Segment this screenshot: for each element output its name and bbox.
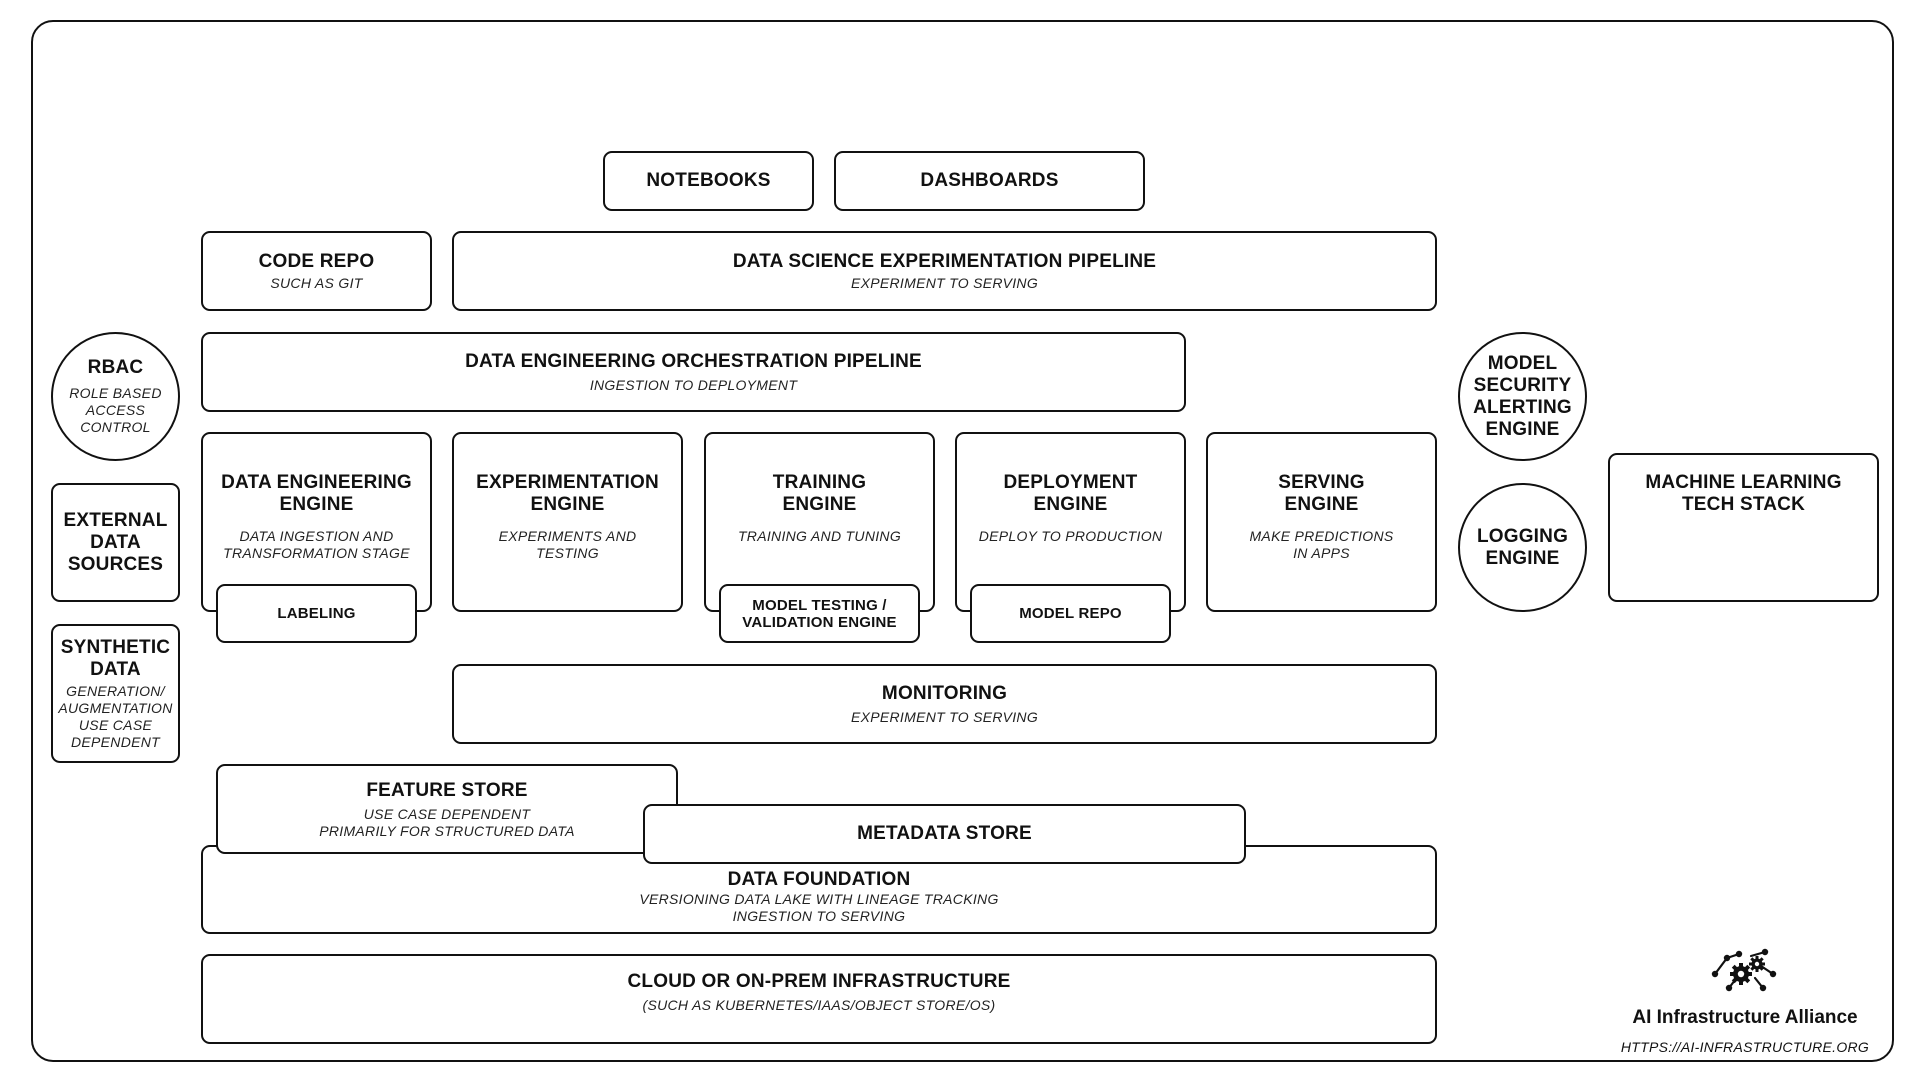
logging-engine-title: LOGGING ENGINE: [1476, 525, 1569, 569]
serving-engine-title: SERVING ENGINE: [1278, 472, 1365, 515]
exp-engine-title: EXPERIMENTATION ENGINE: [476, 472, 659, 515]
de-engine-subtitle: DATA INGESTION AND TRANSFORMATION STAGE: [223, 528, 410, 561]
serving-engine-subtitle: MAKE PREDICTIONS IN APPS: [1249, 528, 1394, 561]
training-engine-subtitle: TRAINING AND TUNING: [737, 528, 902, 544]
model-repo-title: MODEL REPO: [1019, 605, 1122, 622]
rbac-subtitle: ROLE BASED ACCESS CONTROL: [69, 385, 162, 435]
de-pipeline-box: DATA ENGINEERING ORCHESTRATION PIPELINE …: [201, 332, 1186, 412]
model-security-title: MODEL SECURITY ALERTING ENGINE: [1473, 352, 1572, 440]
code-repo-title: CODE REPO: [258, 250, 375, 272]
labeling-title: LABELING: [277, 605, 356, 622]
dashboards-title: DASHBOARDS: [920, 170, 1059, 191]
de-pipeline-subtitle: INGESTION TO DEPLOYMENT: [589, 376, 798, 393]
model-testing-box: MODEL TESTING / VALIDATION ENGINE: [719, 584, 920, 643]
synthetic-data-title: SYNTHETIC DATA: [60, 636, 171, 680]
infrastructure-title: CLOUD OR ON-PREM INFRASTRUCTURE: [627, 971, 1011, 992]
de-pipeline-title: DATA ENGINEERING ORCHESTRATION PIPELINE: [465, 350, 922, 372]
external-data-title: EXTERNAL DATA SOURCES: [63, 509, 168, 575]
model-security-circle: MODEL SECURITY ALERTING ENGINE: [1458, 332, 1587, 461]
data-foundation-title: DATA FOUNDATION: [727, 869, 911, 890]
exp-engine-box: EXPERIMENTATION ENGINE EXPERIMENTS AND T…: [452, 432, 683, 612]
deployment-engine-title: DEPLOYMENT ENGINE: [1003, 472, 1138, 515]
metadata-store-box: METADATA STORE: [643, 804, 1246, 864]
infrastructure-box: CLOUD OR ON-PREM INFRASTRUCTURE (SUCH AS…: [201, 954, 1437, 1044]
alliance-logo: AI Infrastructure Alliance HTTPS://AI-IN…: [1610, 944, 1880, 1055]
monitoring-box: MONITORING EXPERIMENT TO SERVING: [452, 664, 1437, 744]
notebooks-title: NOTEBOOKS: [646, 170, 771, 191]
feature-store-box: FEATURE STORE USE CASE DEPENDENT PRIMARI…: [216, 764, 678, 854]
logging-engine-circle: LOGGING ENGINE: [1458, 483, 1587, 612]
infrastructure-subtitle: (SUCH AS KUBERNETES/IAAS/OBJECT STORE/OS…: [642, 997, 996, 1013]
ds-pipeline-box: DATA SCIENCE EXPERIMENTATION PIPELINE EX…: [452, 231, 1437, 311]
external-data-box: EXTERNAL DATA SOURCES: [51, 483, 180, 602]
data-foundation-subtitle: VERSIONING DATA LAKE WITH LINEAGE TRACKI…: [639, 891, 999, 924]
labeling-box: LABELING: [216, 584, 417, 643]
exp-engine-subtitle: EXPERIMENTS AND TESTING: [498, 528, 637, 561]
code-repo-subtitle: SUCH AS GIT: [270, 274, 363, 291]
monitoring-title: MONITORING: [881, 682, 1008, 704]
feature-store-subtitle: USE CASE DEPENDENT PRIMARILY FOR STRUCTU…: [319, 806, 575, 839]
code-repo-box: CODE REPO SUCH AS GIT: [201, 231, 432, 311]
ds-pipeline-subtitle: EXPERIMENT TO SERVING: [850, 274, 1039, 291]
model-repo-box: MODEL REPO: [970, 584, 1171, 643]
de-engine-title: DATA ENGINEERING ENGINE: [221, 472, 412, 515]
ds-pipeline-title: DATA SCIENCE EXPERIMENTATION PIPELINE: [732, 250, 1157, 272]
metadata-store-title: METADATA STORE: [857, 823, 1032, 844]
ml-stack-title: MACHINE LEARNING TECH STACK: [1645, 472, 1842, 515]
synthetic-data-box: SYNTHETIC DATA GENERATION/ AUGMENTATION …: [51, 624, 180, 763]
feature-store-title: FEATURE STORE: [366, 780, 528, 801]
rbac-title: RBAC: [87, 357, 144, 378]
training-engine-title: TRAINING ENGINE: [772, 472, 867, 515]
model-testing-title: MODEL TESTING / VALIDATION ENGINE: [742, 596, 897, 631]
alliance-url[interactable]: HTTPS://AI-INFRASTRUCTURE.ORG: [1620, 1039, 1870, 1055]
dashboards-box: DASHBOARDS: [834, 151, 1145, 211]
gears-network-icon: [1711, 948, 1777, 992]
synthetic-data-subtitle: GENERATION/ AUGMENTATION USE CASE DEPEND…: [58, 682, 173, 750]
deployment-engine-box: DEPLOYMENT ENGINE DEPLOY TO PRODUCTION: [955, 432, 1186, 612]
deployment-engine-subtitle: DEPLOY TO PRODUCTION: [978, 528, 1163, 544]
notebooks-box: NOTEBOOKS: [603, 151, 814, 211]
ml-stack-box: MACHINE LEARNING TECH STACK: [1608, 453, 1879, 602]
monitoring-subtitle: EXPERIMENT TO SERVING: [850, 708, 1039, 725]
diagram-frame: [31, 20, 1894, 1062]
rbac-circle: RBAC ROLE BASED ACCESS CONTROL: [51, 332, 180, 461]
serving-engine-box: SERVING ENGINE MAKE PREDICTIONS IN APPS: [1206, 432, 1437, 612]
alliance-name: AI Infrastructure Alliance: [1632, 1007, 1858, 1028]
